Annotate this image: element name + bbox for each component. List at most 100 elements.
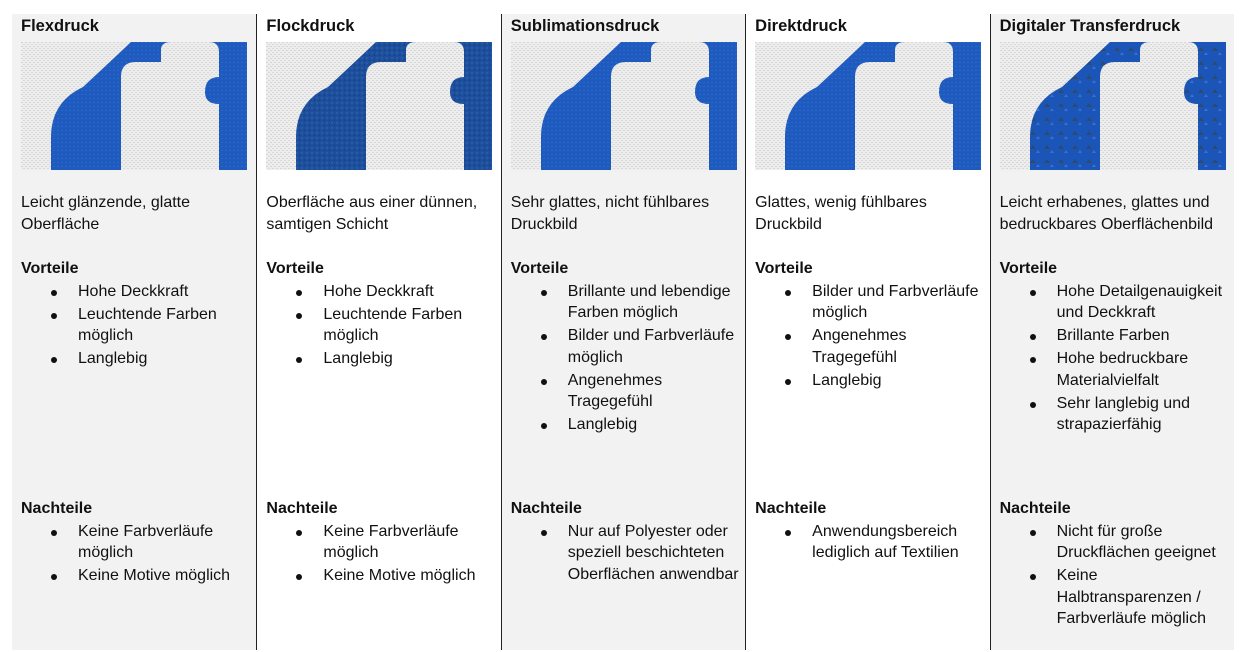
column-title: Flexdruck [21, 17, 99, 35]
pros-item-text: Leuchtende Farben möglich [323, 305, 463, 345]
bullet-icon [296, 574, 303, 580]
bullet-icon [1029, 529, 1036, 536]
bullet-icon [1029, 334, 1036, 340]
pros-heading: Vorteile [999, 260, 1058, 277]
column-description: Leicht erhabenes, glattes und bedruckbar… [999, 194, 1214, 233]
bullet-icon [51, 574, 57, 580]
pros-list-item: Leuchtende Farben möglich [266, 304, 496, 347]
column-title: Digitaler Transferdruck [999, 17, 1181, 35]
cons-item-text: Keine Halbtransparenzen / Farbverläufe m… [1056, 567, 1206, 627]
bullet-icon [1029, 357, 1036, 363]
cons-item-text: Keine Farbverläufe möglich [78, 522, 214, 562]
print-method-column-4: Direktdruck Glattes, wenig fühlbares Dru… [745, 14, 989, 650]
bullet-icon [785, 334, 792, 340]
cons-item-text: Keine Farbverläufe möglich [323, 522, 459, 562]
bullet-icon [296, 289, 303, 296]
pros-heading: Vorteile [510, 260, 569, 277]
pros-list-item: Langlebig [511, 414, 741, 436]
pros-item-text: Brillante Farben [1056, 327, 1170, 344]
cons-item-text: Nur auf Polyester oder speziell beschich… [567, 522, 739, 583]
pros-list-item: Angenehmes Tragegefühl [511, 370, 741, 413]
cons-heading: Nachteile [755, 500, 827, 517]
cons-section: Nachteile Nur auf Polyester oder speziel… [511, 498, 741, 587]
pros-item-text: Hohe Detailgenauigkeit und Deckkraft [1056, 282, 1223, 322]
bullet-icon [51, 357, 57, 363]
pros-list-item: Hohe Deckkraft [266, 281, 496, 303]
pros-heading: Vorteile [755, 260, 813, 277]
print-method-column-2: Flockdruck Oberfläche aus einer dünnen, … [256, 14, 500, 650]
pros-list-item: Sehr langlebig und strapazierfähig [1000, 393, 1230, 436]
cons-list-item: Anwendungsbereich lediglich auf Textilie… [755, 521, 985, 564]
bullet-icon [785, 378, 792, 385]
cons-list-item: Keine Farbverläufe möglich [21, 521, 252, 564]
column-title: Flockdruck [266, 17, 355, 35]
bullet-icon [296, 357, 303, 363]
cons-list-item: Keine Motive möglich [266, 565, 496, 587]
pros-item-text: Angenehmes Tragegefühl [567, 371, 663, 411]
bullet-icon [51, 289, 57, 296]
column-description: Glattes, wenig fühlbares Druckbild [755, 194, 927, 233]
print-method-column-3: Sublimationsdruck Sehr glattes, nicht fü… [500, 14, 746, 650]
cons-list-item: Keine Motive möglich [21, 565, 252, 587]
bullet-icon [540, 423, 547, 429]
pros-section: Vorteile Hohe Detailgenauigkeit und Deck… [1000, 258, 1230, 437]
bullet-icon [1029, 574, 1036, 580]
pros-item-text: Angenehmes Tragegefühl [812, 327, 907, 366]
cons-heading: Nachteile [266, 500, 338, 517]
bullet-icon [296, 529, 303, 536]
cons-section: Nachteile Anwendungsbereich lediglich au… [755, 498, 985, 565]
bullet-icon [540, 289, 547, 296]
bullet-icon [540, 378, 547, 385]
column-description: Sehr glattes, nicht fühlbares Druckbild [510, 194, 710, 233]
pros-item-text: Langlebig [78, 350, 148, 367]
pros-item-text: Sehr langlebig und strapazierfähig [1056, 394, 1190, 434]
cons-list-item: Nicht für große Druckflächen geeignet [1000, 521, 1230, 564]
pros-list-item: Langlebig [21, 348, 252, 370]
print-method-column-1: Flexdruck Leicht glänzende, glatte Oberf… [12, 14, 257, 650]
cons-heading: Nachteile [21, 500, 93, 517]
cons-item-text: Keine Motive möglich [323, 567, 476, 584]
pros-list-item: Leuchtende Farben möglich [21, 304, 252, 347]
pros-item-text: Hohe bedruckbare Materialvielfalt [1056, 350, 1189, 389]
pros-section: Vorteile Bilder und Farbverläufe möglich… [755, 258, 985, 393]
column-title: Sublimationsdruck [510, 17, 660, 35]
bullet-icon [785, 529, 792, 536]
bullet-icon [1029, 289, 1036, 296]
fabric-sample-image [266, 42, 493, 170]
pros-item-text: Bilder und Farbverläufe möglich [567, 327, 735, 366]
cons-list-item: Keine Farbverläufe möglich [266, 521, 496, 564]
cons-item-text: Anwendungsbereich lediglich auf Textilie… [812, 522, 959, 562]
pros-list-item: Hohe Detailgenauigkeit und Deckkraft [1000, 281, 1230, 324]
cons-item-text: Nicht für große Druckflächen geeignet [1056, 522, 1216, 562]
bullet-icon [296, 312, 303, 319]
pros-item-text: Bilder und Farbverläufe möglich [812, 282, 979, 322]
print-methods-table: Flexdruck Leicht glänzende, glatte Oberf… [12, 14, 1244, 650]
column-description: Leicht glänzende, glatte Oberfläche [21, 194, 191, 233]
pros-list-item: Angenehmes Tragegefühl [755, 325, 985, 368]
fabric-sample-image [510, 42, 737, 170]
cons-heading: Nachteile [999, 500, 1071, 517]
bullet-icon [51, 529, 57, 536]
pros-section: Vorteile Brillante und lebendige Farben … [511, 258, 741, 437]
column-description: Oberfläche aus einer dünnen, samtigen Sc… [266, 194, 478, 233]
print-method-column-5: Digitaler Transferdruck Leicht erhabenes… [989, 14, 1234, 650]
pros-item-text: Hohe Deckkraft [78, 282, 189, 300]
pros-item-text: Langlebig [323, 350, 393, 367]
bullet-icon [1029, 401, 1036, 408]
cons-list-item: Nur auf Polyester oder speziell beschich… [511, 521, 741, 586]
pros-item-text: Langlebig [567, 416, 638, 433]
fabric-sample-image [755, 42, 982, 170]
pros-item-text: Brillante und lebendige Farben möglich [567, 282, 731, 322]
fabric-sample-image [21, 42, 247, 170]
cons-list: Nur auf Polyester oder speziell beschich… [511, 521, 741, 586]
pros-list-item: Brillante und lebendige Farben möglich [511, 281, 741, 324]
cons-list: Anwendungsbereich lediglich auf Textilie… [755, 521, 985, 564]
bullet-icon [540, 529, 547, 536]
